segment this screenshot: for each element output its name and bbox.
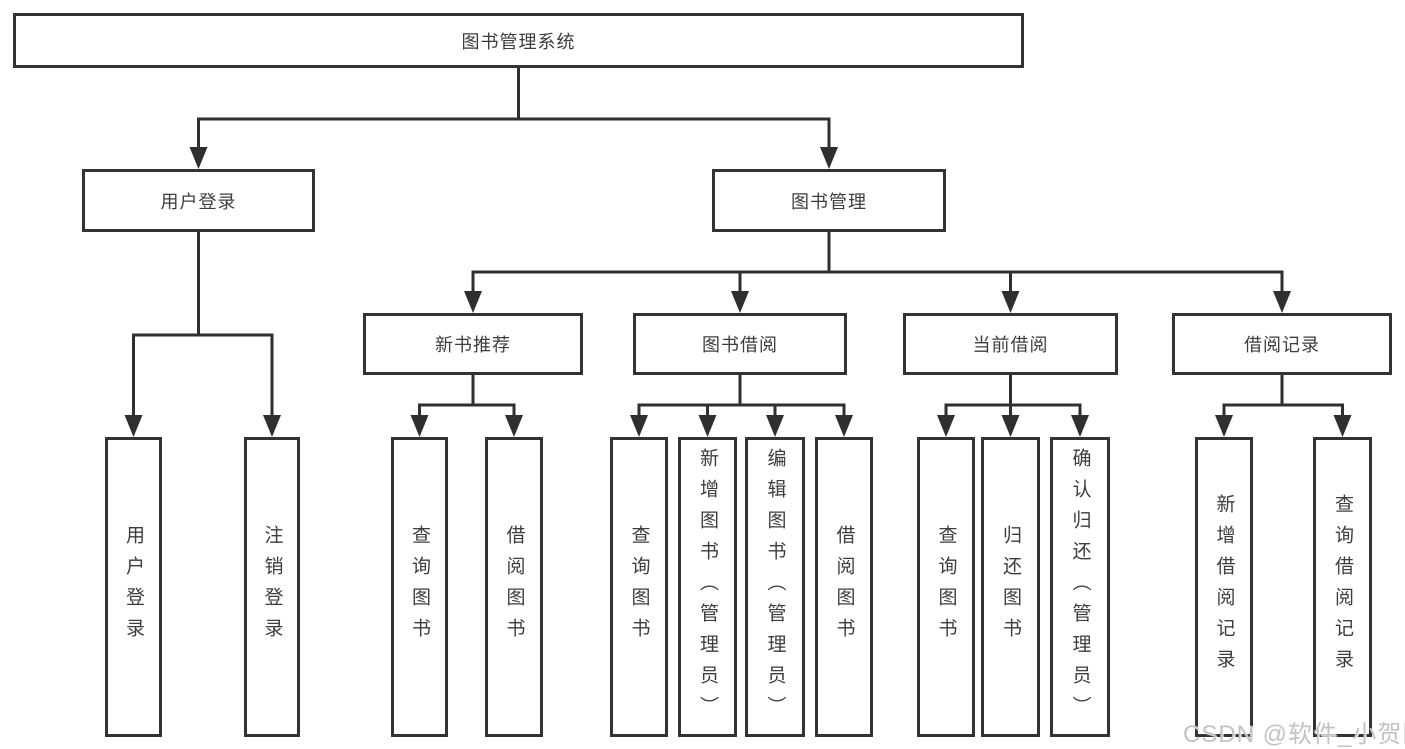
node-label: 查询图书 [628,525,650,649]
node-query-books-borrowing: 查询图书 [610,437,668,737]
node-add-book-admin: 新增图书（管理员） [678,437,737,737]
csdn-watermark: CSDN @软件_小贺同学 [1183,721,1405,748]
node-borrow-books-recommend: 借阅图书 [485,437,543,737]
node-borrowing-records: 借阅记录 [1172,313,1392,375]
node-query-borrow-record: 查询借阅记录 [1313,437,1372,737]
node-book-borrowing: 图书借阅 [633,313,847,375]
node-user-login-leaf: 用户登录 [105,437,162,737]
node-new-book-recommendation: 新书推荐 [363,313,583,375]
node-label: 归还图书 [1000,525,1021,649]
node-user-login: 用户登录 [82,169,315,232]
node-current-borrowing: 当前借阅 [903,313,1118,375]
node-add-borrow-record: 新增借阅记录 [1195,437,1253,737]
node-query-books-recommend: 查询图书 [391,437,448,737]
node-label: 编辑图书（管理员） [764,447,786,727]
node-edit-book-admin: 编辑图书（管理员） [745,437,805,737]
node-query-books-current: 查询图书 [917,437,975,737]
node-book-management: 图书管理 [712,169,946,232]
node-library-management-system: 图书管理系统 [13,13,1024,68]
node-label: 确认归还（管理员） [1069,447,1091,727]
node-borrow-books-leaf: 借阅图书 [815,437,873,737]
node-label: 查询借阅记录 [1332,494,1353,680]
node-label: 查询图书 [935,525,957,649]
node-label: 新增借阅记录 [1213,494,1235,680]
node-label: 注销登录 [261,525,283,649]
node-label: 借阅图书 [503,525,525,649]
node-label: 新增图书（管理员） [697,447,718,727]
node-label: 用户登录 [123,525,144,649]
node-logout-login: 注销登录 [244,437,300,737]
node-confirm-return-admin: 确认归还（管理员） [1050,437,1110,737]
node-label: 借阅图书 [833,525,855,649]
node-label: 查询图书 [409,525,430,649]
node-return-books: 归还图书 [981,437,1040,737]
